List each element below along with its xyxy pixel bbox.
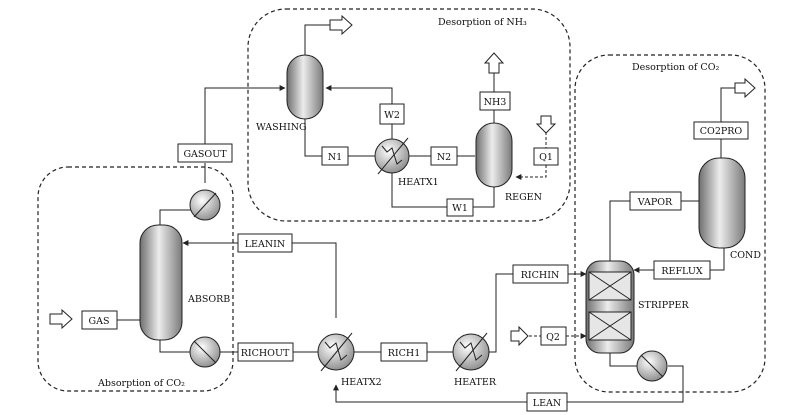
- stream-gasout-label: GASOUT: [183, 149, 227, 160]
- stream-richout-label: RICHOUT: [241, 348, 290, 359]
- co2-product-arrow-icon: [734, 77, 756, 99]
- cond-label: COND: [730, 250, 761, 261]
- stream-reflux-label: REFLUX: [661, 266, 702, 277]
- zone-label-absorption: Absorption of CO₂: [97, 378, 185, 389]
- stripper-label: STRIPPER: [638, 300, 689, 311]
- stream-n2[interactable]: N2: [430, 146, 458, 166]
- condenser-drum[interactable]: [698, 157, 746, 249]
- q1-energy-arrow-icon: [535, 115, 557, 134]
- stream-n1[interactable]: N1: [321, 146, 349, 166]
- heatx2-label: HEATX2: [341, 377, 382, 388]
- gas-feed-arrow-icon: [49, 308, 73, 330]
- stream-w2[interactable]: W2: [379, 103, 405, 125]
- stream-richin[interactable]: RICHIN: [512, 264, 569, 284]
- stripper-column[interactable]: [585, 260, 635, 354]
- stream-co2pro-label: CO2PRO: [700, 126, 743, 137]
- q2-energy-arrow-icon: [510, 325, 529, 347]
- stream-rich1-label: RICH1: [388, 348, 421, 359]
- zone-label-co2: Desorption of CO₂: [632, 62, 719, 73]
- regen-label: REGEN: [505, 192, 542, 203]
- washing-column[interactable]: [286, 54, 324, 120]
- stream-q1[interactable]: Q1: [533, 147, 559, 166]
- stream-w1[interactable]: W1: [446, 198, 474, 217]
- nh3-product-arrow-icon: [483, 52, 505, 74]
- stream-q2-label: Q2: [546, 332, 560, 343]
- heater-exchanger[interactable]: [452, 332, 490, 372]
- stream-gasout[interactable]: GASOUT: [177, 143, 233, 163]
- stream-leanin-label: LEANIN: [245, 239, 285, 250]
- heatx2-exchanger[interactable]: [317, 332, 355, 372]
- stream-n2-label: N2: [437, 152, 451, 163]
- stream-w2-label: W2: [384, 110, 400, 121]
- stream-gas-label: GAS: [89, 316, 110, 327]
- stream-n1-label: N1: [328, 152, 342, 163]
- stream-co2pro[interactable]: CO2PRO: [693, 121, 749, 140]
- stream-nh3-label: NH3: [484, 97, 507, 108]
- flow-lines: [117, 24, 735, 403]
- absorber-column[interactable]: [139, 224, 183, 341]
- heatx1-label: HEATX1: [398, 177, 439, 188]
- stream-lean-label: LEAN: [533, 398, 561, 409]
- stream-leanin[interactable]: LEANIN: [237, 233, 293, 253]
- stream-nh3[interactable]: NH3: [479, 91, 511, 111]
- gas-cooler-exchanger[interactable]: [189, 189, 221, 221]
- stream-reflux[interactable]: REFLUX: [653, 260, 711, 280]
- stream-w1-label: W1: [452, 203, 468, 214]
- stream-gas[interactable]: GAS: [81, 310, 118, 330]
- reboiler-exchanger[interactable]: [636, 350, 668, 382]
- heater-label: HEATER: [454, 377, 497, 388]
- absorber-bottom-exchanger[interactable]: [189, 336, 221, 368]
- regen-column[interactable]: [475, 122, 513, 188]
- zone-desorption-nh3: [247, 8, 571, 222]
- stream-richout[interactable]: RICHOUT: [237, 342, 294, 362]
- washing-vent-arrow-icon: [329, 14, 353, 36]
- stream-rich1[interactable]: RICH1: [380, 342, 428, 362]
- washing-label: WASHING: [256, 122, 307, 133]
- heatx1-exchanger[interactable]: [374, 137, 410, 175]
- stream-richin-label: RICHIN: [521, 270, 560, 281]
- zone-label-nh3: Desorption of NH₃: [438, 17, 527, 28]
- stream-q1-label: Q1: [539, 152, 553, 163]
- stream-lean[interactable]: LEAN: [526, 392, 568, 412]
- absorb-label: ABSORB: [187, 294, 230, 305]
- stream-q2[interactable]: Q2: [540, 326, 567, 346]
- zone-desorption-co2: [574, 54, 766, 393]
- stream-vapor[interactable]: VAPOR: [629, 191, 682, 211]
- stream-vapor-label: VAPOR: [637, 197, 673, 208]
